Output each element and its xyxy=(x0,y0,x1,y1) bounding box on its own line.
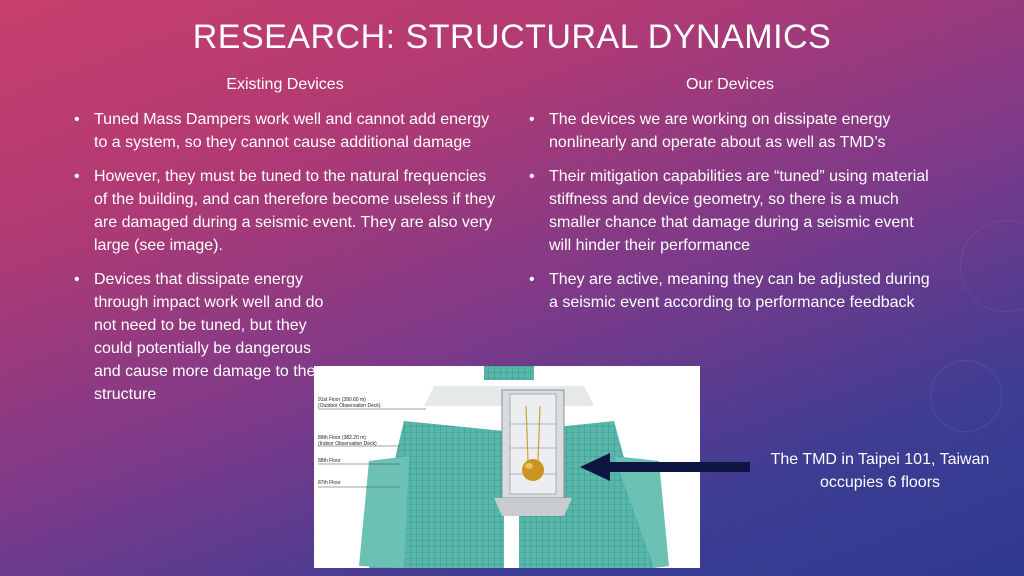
floor-label: 89th Floor (382.20 m) xyxy=(318,435,367,441)
floor-label: (Indoor Observation Deck) xyxy=(318,441,377,447)
floor-label: 91st Floor (390.60 m) xyxy=(318,397,366,403)
taipei-101-tmd-image: 91st Floor (390.60 m) (Outdoor Observati… xyxy=(314,366,700,568)
decorative-circle xyxy=(930,360,1002,432)
decorative-circle xyxy=(960,220,1024,312)
list-item: The devices we are working on dissipate … xyxy=(527,108,937,154)
building-illustration xyxy=(318,366,669,568)
list-item: However, they must be tuned to the natur… xyxy=(72,165,504,257)
our-devices-list: The devices we are working on dissipate … xyxy=(527,108,937,325)
list-item: Tuned Mass Dampers work well and cannot … xyxy=(72,108,504,154)
list-item: Devices that dissipate energy through im… xyxy=(72,268,324,406)
existing-devices-heading: Existing Devices xyxy=(226,76,344,93)
floor-label: 87th Floor xyxy=(318,480,341,486)
floor-label: (Outdoor Observation Deck) xyxy=(318,403,381,409)
image-caption: The TMD in Taipei 101, Taiwan occupies 6… xyxy=(770,451,990,491)
floor-label: 88th Floor xyxy=(318,458,341,464)
slide-title: RESEARCH: STRUCTURAL DYNAMICS xyxy=(192,18,832,56)
existing-devices-list: Tuned Mass Dampers work well and cannot … xyxy=(72,108,504,417)
list-item: They are active, meaning they can be adj… xyxy=(527,268,937,314)
our-devices-heading: Our Devices xyxy=(685,76,775,93)
list-item: Their mitigation capabilities are “tuned… xyxy=(527,165,937,257)
arrow-icon xyxy=(580,453,750,481)
